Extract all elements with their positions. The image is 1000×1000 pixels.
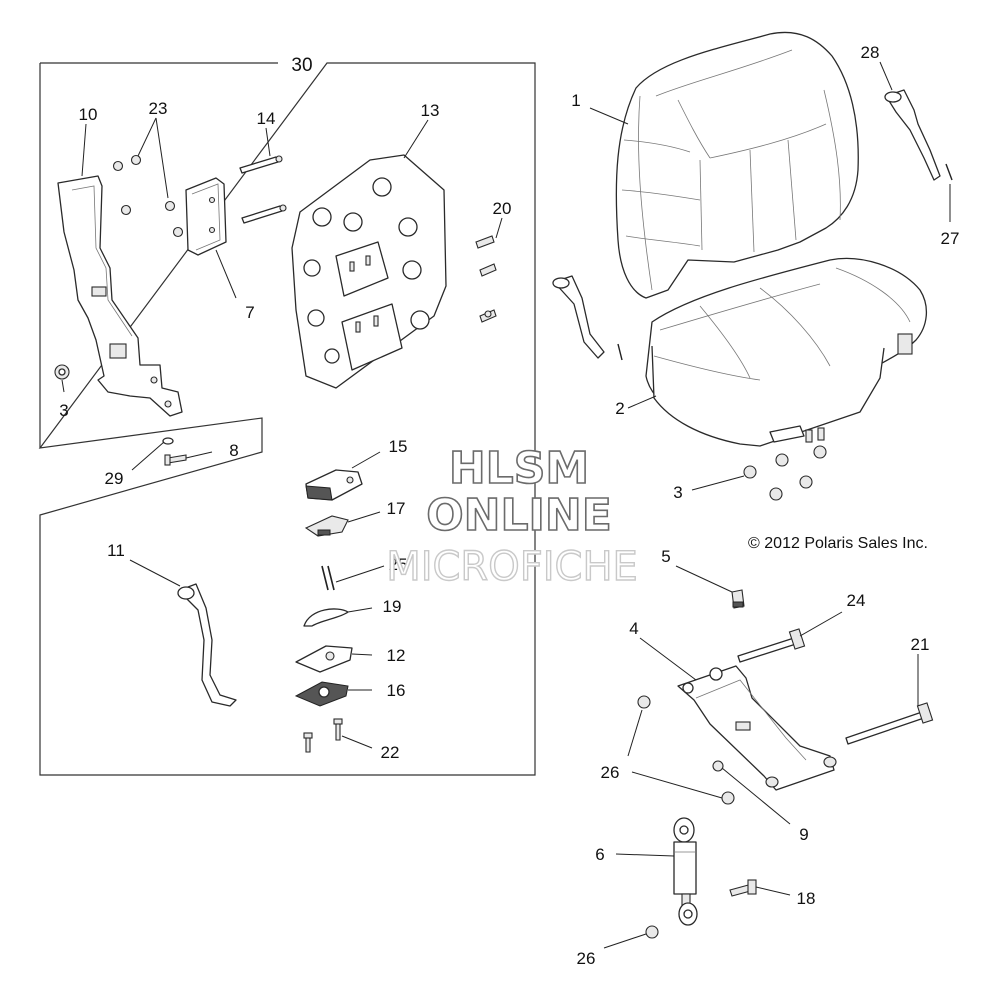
washer-29-part xyxy=(162,437,174,445)
seat-mount-bracket-part xyxy=(57,175,183,417)
retaining-strap-11-part xyxy=(177,583,237,707)
nuts-23-part xyxy=(112,154,184,238)
nut-26-upper-part xyxy=(637,695,735,805)
callout-26-lower: 26 xyxy=(577,949,596,968)
roll-pins-25-part xyxy=(321,565,335,591)
nut-9-part xyxy=(712,760,724,772)
callout-14: 14 xyxy=(257,109,276,128)
callout-4: 4 xyxy=(629,619,638,638)
shock-absorber-part xyxy=(673,817,698,926)
callout-21: 21 xyxy=(911,635,930,654)
pin-27-part xyxy=(945,163,953,181)
callout-6: 6 xyxy=(595,845,604,864)
copyright-text: © 2012 Polaris Sales Inc. xyxy=(748,535,928,552)
callout-13: 13 xyxy=(421,101,440,120)
callout-labels: 10 23 14 13 20 7 3 8 29 11 15 17 25 19 1… xyxy=(59,43,959,968)
callout-10: 10 xyxy=(79,105,98,124)
suspension-arm-part xyxy=(677,665,837,791)
callout-26-upper: 26 xyxy=(601,763,620,782)
callout-18: 18 xyxy=(797,889,816,908)
bolt-21-part xyxy=(845,702,934,745)
callout-8: 8 xyxy=(229,441,238,460)
mount-plate-part xyxy=(185,177,227,256)
watermark-line-1: HLSM xyxy=(449,443,589,494)
leader-lines xyxy=(61,61,951,949)
callout-11: 11 xyxy=(107,541,125,560)
callout-22: 22 xyxy=(381,743,400,762)
watermark: HLSM ONLINE MICROFICHE xyxy=(385,442,638,591)
latch-block-15-part xyxy=(305,469,363,501)
nut-26-lower-part xyxy=(645,925,659,939)
watermark-line-2: ONLINE xyxy=(426,490,612,541)
callout-2: 2 xyxy=(615,399,624,418)
latch-base-16-part xyxy=(294,681,349,707)
callout-23: 23 xyxy=(149,99,168,118)
callout-19: 19 xyxy=(383,597,402,616)
callout-3-left: 3 xyxy=(59,401,68,420)
bolt-18-part xyxy=(729,879,757,897)
callout-1: 1 xyxy=(571,91,580,110)
callout-9: 9 xyxy=(799,825,808,844)
seat-cushion-part xyxy=(645,257,927,447)
bolt-24-part xyxy=(737,628,806,663)
callout-16: 16 xyxy=(387,681,406,700)
watermark-line-3: MICROFICHE xyxy=(386,544,638,590)
nuts-3-right-part xyxy=(743,445,827,501)
callout-17: 17 xyxy=(387,499,406,518)
assembly-30-frame: 30 xyxy=(38,55,536,776)
callout-25: 25 xyxy=(389,555,408,574)
bolts-20-part xyxy=(475,235,497,323)
latch-17-part xyxy=(304,515,349,537)
callout-28: 28 xyxy=(861,43,880,62)
assembly-30-label: 30 xyxy=(291,55,312,76)
callout-12: 12 xyxy=(387,646,406,665)
seat-strap-part xyxy=(552,275,623,361)
clip-19-part xyxy=(303,608,349,627)
callout-27: 27 xyxy=(941,229,960,248)
callout-29: 29 xyxy=(105,469,124,488)
callout-3-right: 3 xyxy=(673,483,682,502)
callout-15: 15 xyxy=(389,437,408,456)
callout-5: 5 xyxy=(661,547,670,566)
bolts-22-part xyxy=(303,718,343,753)
strap-28-part xyxy=(884,89,941,181)
plate-12-part xyxy=(295,645,353,673)
callout-7: 7 xyxy=(245,303,254,322)
nut-3-left-part xyxy=(54,364,70,380)
seat-base-plate-part xyxy=(291,154,447,389)
callout-24: 24 xyxy=(847,591,866,610)
bolts-14-part xyxy=(239,155,287,224)
fitting-5-part xyxy=(731,589,745,609)
screw-8-part xyxy=(164,454,187,466)
seat-backrest-part xyxy=(615,31,859,299)
callout-20: 20 xyxy=(493,199,512,218)
